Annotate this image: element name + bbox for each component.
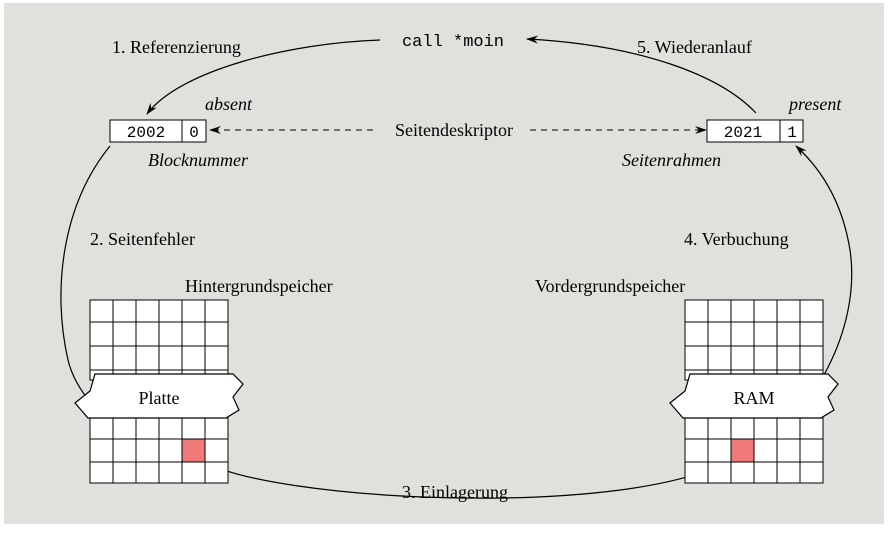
- disk-storage-block: Platte: [74, 299, 244, 484]
- step5-label: 5. Wiederanlauf: [637, 37, 752, 57]
- ram-target-frame: [730, 438, 755, 463]
- block-number: 2002: [127, 124, 165, 142]
- ram-label-banner: [669, 373, 839, 419]
- right-page-descriptor: 2021 1: [706, 119, 804, 143]
- absent-bit: 0: [189, 124, 199, 142]
- arrow-step3-einlagerung: [203, 460, 729, 499]
- main-memory-title: Vordergrundspeicher: [535, 276, 685, 296]
- absent-state-label: absent: [205, 94, 253, 114]
- frame-number: 2021: [724, 124, 762, 142]
- disk-label: Platte: [139, 388, 180, 408]
- left-page-descriptor: 2002 0: [109, 119, 207, 143]
- disk-grid-bottom: [89, 417, 229, 484]
- present-state-label: present: [787, 94, 842, 114]
- ram-grid-top: [684, 299, 824, 381]
- disk-label-banner: [74, 373, 244, 419]
- step1-label: 1. Referenzierung: [112, 37, 241, 57]
- present-bit: 1: [787, 124, 797, 142]
- step4-label: 4. Verbuchung: [684, 229, 789, 249]
- page-frame-caption: Seitenrahmen: [622, 150, 721, 170]
- disk-target-block: [181, 438, 206, 463]
- ram-label: RAM: [733, 388, 774, 408]
- call-instruction: call *moin: [402, 33, 504, 52]
- step2-label: 2. Seitenfehler: [90, 229, 195, 249]
- backing-store-title: Hintergrundspeicher: [185, 276, 333, 296]
- descriptor-label: Seitendeskriptor: [395, 120, 513, 140]
- block-number-caption: Blocknummer: [148, 150, 249, 170]
- arrow-step1-referenzierung: [146, 39, 381, 115]
- step3-label: 3. Einlagerung: [402, 482, 508, 502]
- disk-grid-top: [89, 299, 229, 381]
- ram-storage-block: RAM: [669, 299, 839, 484]
- arrow-step5-wiederanlauf: [526, 35, 757, 114]
